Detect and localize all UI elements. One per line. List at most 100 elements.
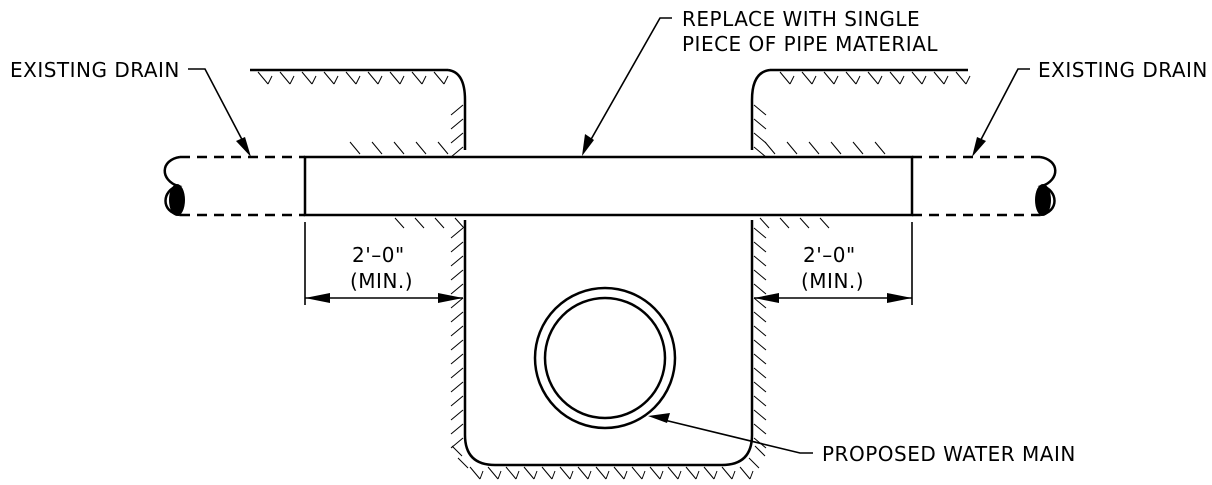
hatch-mark (393, 141, 405, 155)
hatch-mark (731, 470, 736, 480)
hatch-mark (349, 141, 361, 155)
hatch-mark (754, 445, 766, 457)
hatch-mark (877, 75, 883, 85)
hatch-mark (779, 217, 790, 229)
hatch-mark (371, 141, 383, 155)
hatch-mark (551, 470, 556, 480)
hatch-mark (333, 75, 339, 85)
soil-hatching (257, 71, 971, 480)
hatch-mark (421, 75, 427, 85)
hatch-mark (587, 470, 592, 480)
hatch-mark (753, 118, 767, 130)
hatch-mark (721, 466, 733, 480)
hatch-mark (505, 466, 517, 480)
hatch-mark (613, 466, 625, 480)
hatch-mark (889, 71, 901, 85)
trench-outline (447, 68, 771, 467)
hatch-mark (311, 75, 317, 85)
hatch-mark (753, 146, 767, 158)
pipe-cut-end-left (169, 184, 185, 216)
hatch-mark (753, 104, 767, 116)
hatch-mark (457, 457, 469, 469)
hatch-mark (450, 146, 464, 158)
dimension-left (304, 222, 463, 305)
water-main-label: PROPOSED WATER MAIN (822, 442, 1076, 466)
hatch-mark (267, 75, 273, 85)
hatch-mark (301, 71, 313, 85)
hatch-mark (779, 71, 791, 85)
replace-label-line1: REPLACE WITH SINGLE (682, 7, 920, 31)
hatch-mark (748, 457, 760, 469)
hatch-mark (450, 283, 464, 295)
hatch-mark (450, 395, 464, 407)
hatch-mark (257, 71, 269, 85)
hatch-mark (667, 466, 679, 480)
hatch-mark (753, 227, 767, 239)
dimension-right-note: (MIN.) (801, 269, 864, 293)
leader-drain-right (972, 68, 1030, 157)
hatch-mark (289, 75, 295, 85)
hatch-mark (451, 445, 463, 457)
hatch-mark (450, 311, 464, 323)
hatch-mark (469, 466, 481, 480)
hatch-mark (801, 71, 813, 85)
hatch-mark (450, 381, 464, 393)
hatch-mark (823, 71, 835, 85)
hatch-mark (749, 470, 754, 480)
hatch-mark (965, 75, 971, 85)
hatch-mark (450, 104, 464, 116)
hatch-mark (764, 141, 776, 155)
hatch-mark (515, 470, 520, 480)
existing-drain-left-label: EXISTING DRAIN (10, 58, 180, 82)
hatch-mark (759, 217, 770, 229)
hatch-mark (450, 339, 464, 351)
hatch-mark (753, 297, 767, 309)
hatch-mark (649, 466, 661, 480)
existing-drain-left (163, 155, 305, 217)
hatch-mark (437, 141, 449, 155)
hatch-mark (695, 470, 700, 480)
hatch-mark (753, 283, 767, 295)
hatch-mark (479, 470, 484, 480)
hatch-mark (577, 466, 589, 480)
hatch-mark (753, 381, 767, 393)
hatch-mark (533, 470, 538, 480)
pipe-cut-end-right (1035, 184, 1051, 216)
hatch-mark (753, 311, 767, 323)
hatch-mark (450, 353, 464, 365)
hatch-mark (753, 241, 767, 253)
hatch-mark (367, 71, 379, 85)
hatch-mark (394, 217, 405, 229)
hatch-mark (434, 217, 445, 229)
hatch-mark (487, 466, 499, 480)
leader-water-main (648, 413, 813, 454)
dimension-right-value: 2'–0" (803, 243, 856, 267)
hatch-mark (345, 71, 357, 85)
dimension-left-note: (MIN.) (350, 269, 413, 293)
replace-label-line2: PIECE OF PIPE MATERIAL (682, 32, 938, 56)
hatch-mark (739, 466, 751, 480)
hatch-mark (753, 132, 767, 144)
hatch-mark (753, 255, 767, 267)
hatch-mark (623, 470, 628, 480)
hatch-mark (786, 141, 798, 155)
hatch-mark (323, 71, 335, 85)
leader-drain-left (188, 68, 251, 157)
hatch-mark (955, 71, 967, 85)
existing-drain-right (912, 155, 1057, 217)
hatch-mark (867, 71, 879, 85)
dimension-left-value: 2'–0" (352, 243, 405, 267)
hatch-mark (450, 132, 464, 144)
hatch-mark (753, 325, 767, 337)
hatch-mark (450, 227, 464, 239)
hatch-mark (753, 353, 767, 365)
hatch-mark (450, 118, 464, 130)
hatch-mark (450, 423, 464, 435)
hatch-mark (450, 367, 464, 379)
hatch-mark (753, 367, 767, 379)
hatch-mark (411, 71, 423, 85)
hatch-mark (659, 470, 664, 480)
hatch-mark (677, 470, 682, 480)
hatch-mark (753, 395, 767, 407)
